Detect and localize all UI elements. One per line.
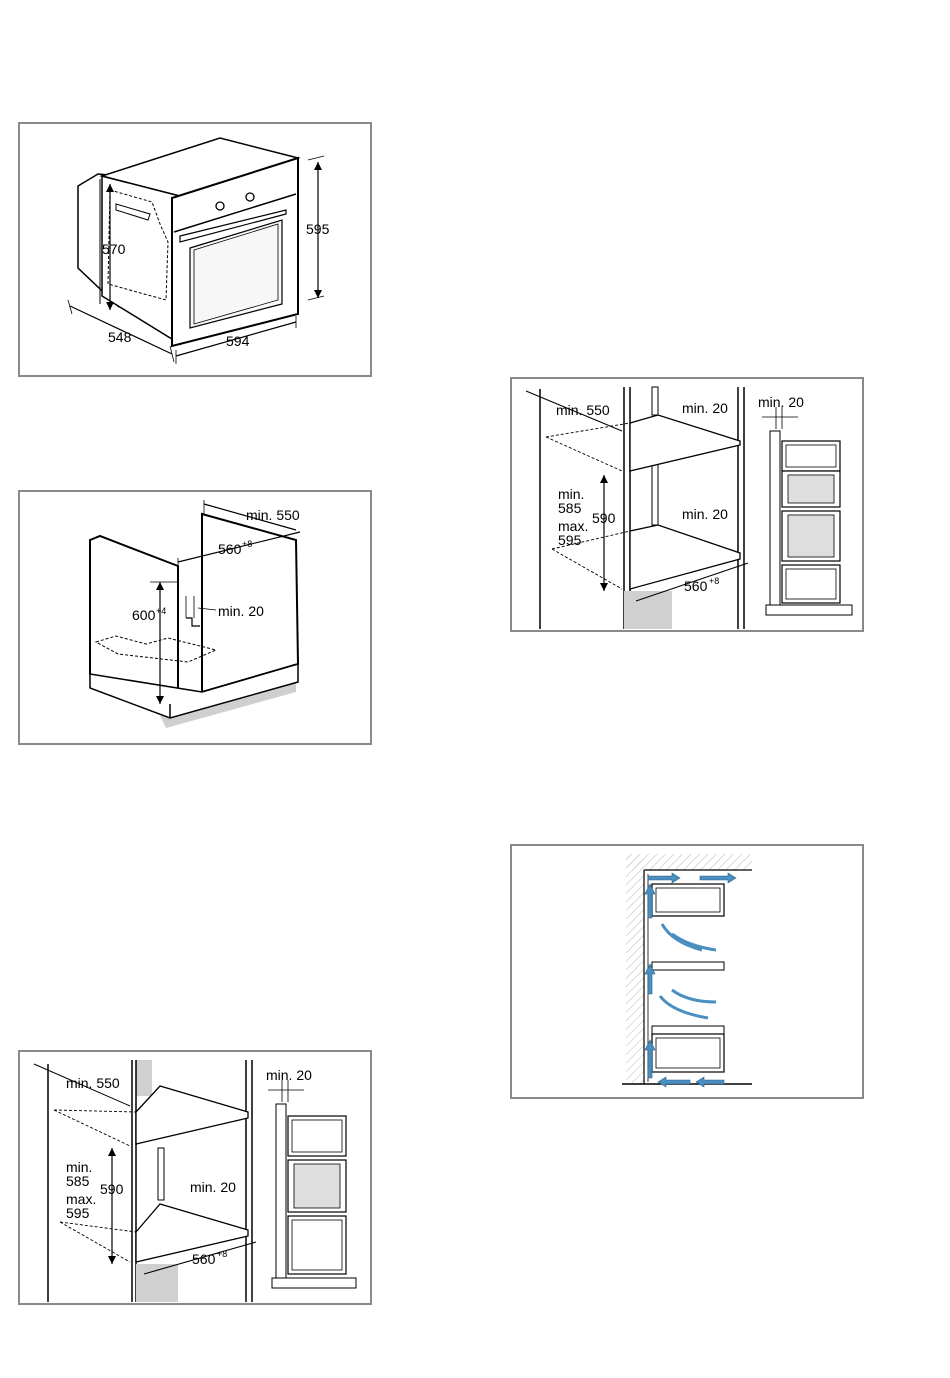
dim-depth-label: 548: [108, 329, 132, 345]
tall-cabinet-panel: min. 550 min. 20 min. 20 min. 585 590 mi…: [510, 377, 864, 632]
depth-min-label: min. 550: [66, 1075, 120, 1091]
gap-mid-label: min. 20: [682, 506, 728, 522]
width-tolerance: +8: [242, 539, 252, 549]
height-label: 600: [132, 607, 156, 623]
width-tolerance: +8: [217, 1249, 227, 1259]
width-label: 560: [684, 578, 708, 594]
dim-width-label: 594: [226, 333, 250, 349]
height-min-value: 585: [66, 1173, 90, 1189]
niche-height-label: 590: [100, 1181, 124, 1197]
base-cabinet-panel: min. 550 560 +8 600 +4 min. 20: [18, 490, 372, 745]
height-tolerance: +4: [156, 606, 166, 616]
tall-cabinet-panel-2: min. 550 min. 20 min. 585 590 min. 20 ma…: [18, 1050, 372, 1305]
tall-cabinet-drawing-2: min. 550 min. 20 min. 585 590 min. 20 ma…: [20, 1052, 370, 1303]
height-min-value: 585: [558, 500, 582, 516]
oven-dimensions-drawing: 570 595 548 594: [20, 124, 370, 375]
airflow-panel: [510, 844, 864, 1099]
depth-min-label: min. 550: [556, 402, 610, 418]
side-gap-label: min. 20: [758, 394, 804, 410]
oven-dimensions-panel: 570 595 548 594: [18, 122, 372, 377]
tall-cabinet-drawing: min. 550 min. 20 min. 20 min. 585 590 mi…: [512, 379, 862, 630]
height-max-value: 595: [66, 1205, 90, 1221]
width-label: 560: [192, 1251, 216, 1267]
airflow-drawing: [512, 846, 862, 1097]
side-gap-label: min. 20: [266, 1067, 312, 1083]
width-tolerance: +8: [709, 576, 719, 586]
dim-height-inner-label: 570: [102, 241, 126, 257]
gap-top-label: min. 20: [682, 400, 728, 416]
gap-min-label: min. 20: [218, 603, 264, 619]
height-max-value: 595: [558, 532, 582, 548]
width-label: 560: [218, 541, 242, 557]
depth-min-label: min. 550: [246, 507, 300, 523]
gap-mid-label: min. 20: [190, 1179, 236, 1195]
dim-height-label: 595: [306, 221, 330, 237]
niche-height-label: 590: [592, 510, 616, 526]
base-cabinet-drawing: min. 550 560 +8 600 +4 min. 20: [20, 492, 370, 743]
